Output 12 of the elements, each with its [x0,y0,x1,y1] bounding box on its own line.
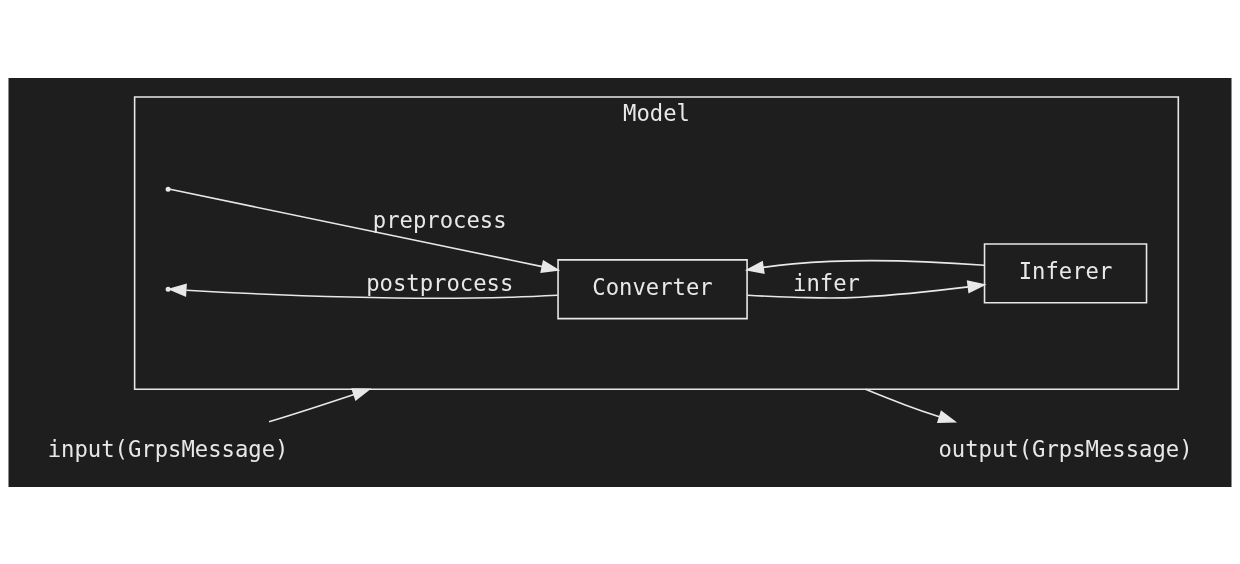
node-text: input(GrpsMessage) [47,435,289,462]
node-text: output(GrpsMessage) [938,435,1193,462]
node-box: Converter [557,258,748,319]
edge-label: infer [793,269,860,296]
edge-label: preprocess [372,206,507,233]
arrow [169,187,561,273]
arrow [746,279,987,299]
arrow [864,388,958,423]
node-box: Inferer [983,242,1148,304]
arrow [268,387,372,423]
edge-label: postprocess [366,269,514,296]
arrow [744,259,986,274]
